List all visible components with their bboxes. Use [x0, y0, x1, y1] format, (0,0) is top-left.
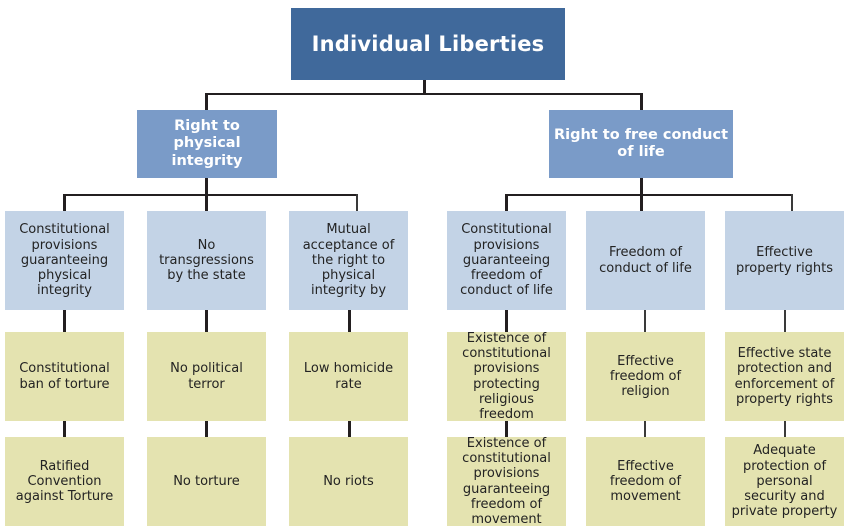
node-col3-level4[interactable]: Low homicide rate	[289, 332, 408, 421]
node-col6-level5-label: Adequate protection of personal security…	[731, 443, 838, 520]
node-col5-level4-label: Effective freedom of religion	[609, 353, 682, 400]
connector-branch1-to-col3	[356, 194, 358, 212]
node-col4-level5[interactable]: Existence of constitutional provisions g…	[447, 437, 566, 526]
node-col3-level3-label: Mutual acceptance of the right to physic…	[302, 222, 395, 299]
connector-to-branch-1	[205, 93, 208, 110]
node-col6-level4[interactable]: Effective state protection and enforceme…	[725, 332, 844, 421]
connector-root-stem	[423, 79, 426, 95]
connector-col5-l3-l4	[644, 309, 646, 333]
node-col3-level5-label: No riots	[323, 473, 374, 489]
connector-branch2-to-col6	[791, 194, 793, 212]
connector-col4-l3-l4	[505, 309, 508, 333]
node-col5-level3-label: Freedom of conduct of life	[599, 245, 692, 276]
connector-col5-l4-l5	[644, 420, 646, 438]
node-col3-level3[interactable]: Mutual acceptance of the right to physic…	[289, 211, 408, 310]
node-col2-level3-label: No transgressions by the state	[159, 237, 254, 284]
node-col4-level3[interactable]: Constitutional provisions guaranteeing f…	[447, 211, 566, 310]
node-root-individual-liberties[interactable]: Individual Liberties	[291, 8, 565, 80]
connector-branch2-to-col5	[640, 194, 643, 212]
connector-branch1-bar	[64, 194, 358, 196]
node-col5-level3[interactable]: Freedom of conduct of life	[586, 211, 705, 310]
node-col5-level4[interactable]: Effective freedom of religion	[586, 332, 705, 421]
node-col6-level3[interactable]: Effective property rights	[725, 211, 844, 310]
connector-col6-l3-l4	[784, 309, 786, 333]
node-root-label: Individual Liberties	[311, 31, 545, 56]
node-col1-level4-label: Constitutional ban of torture	[19, 361, 110, 392]
node-branch-2-label: Right to free conduct of life	[553, 126, 729, 160]
connector-to-branch-2	[640, 93, 643, 110]
node-col2-level5[interactable]: No torture	[147, 437, 266, 526]
connector-level1-bar	[206, 93, 642, 95]
connector-col6-l4-l5	[784, 420, 786, 438]
connector-branch2-stem	[640, 177, 643, 195]
connector-col3-l4-l5	[348, 420, 351, 438]
node-col6-level5[interactable]: Adequate protection of personal security…	[725, 437, 844, 526]
connector-branch1-to-col2	[205, 194, 208, 212]
node-col2-level4-label: No political terror	[170, 361, 243, 392]
node-col6-level4-label: Effective state protection and enforceme…	[734, 345, 835, 407]
node-col2-level5-label: No torture	[173, 473, 240, 489]
node-col6-level3-label: Effective property rights	[735, 245, 834, 276]
node-col3-level5[interactable]: No riots	[289, 437, 408, 526]
connector-col1-l3-l4	[63, 309, 66, 333]
connector-branch2-bar	[506, 194, 792, 196]
node-branch-right-to-physical-integrity[interactable]: Right to physical integrity	[137, 110, 277, 178]
node-col4-level4[interactable]: Existence of constitutional provisions p…	[447, 332, 566, 421]
node-branch-right-to-free-conduct-of-life[interactable]: Right to free conduct of life	[549, 110, 733, 178]
node-col3-level4-label: Low homicide rate	[303, 361, 394, 392]
node-branch-1-label: Right to physical integrity	[171, 118, 243, 169]
node-col1-level5-label: Ratified Convention against Torture	[15, 458, 114, 505]
connector-branch1-stem	[205, 177, 208, 195]
connector-col2-l3-l4	[205, 309, 208, 333]
node-col4-level3-label: Constitutional provisions guaranteeing f…	[460, 222, 553, 299]
node-col4-level4-label: Existence of constitutional provisions p…	[462, 332, 551, 421]
node-col5-level5-label: Effective freedom of movement	[609, 458, 682, 505]
node-col2-level3[interactable]: No transgressions by the state	[147, 211, 266, 310]
connector-branch2-to-col4	[505, 194, 508, 212]
connector-branch1-to-col1	[63, 194, 66, 212]
node-col4-level5-label: Existence of constitutional provisions g…	[462, 437, 551, 526]
node-col1-level5[interactable]: Ratified Convention against Torture	[5, 437, 124, 526]
connector-col4-l4-l5	[505, 420, 508, 438]
connector-col1-l4-l5	[63, 420, 66, 438]
connector-col3-l3-l4	[348, 309, 351, 333]
node-col5-level5[interactable]: Effective freedom of movement	[586, 437, 705, 526]
node-col1-level4[interactable]: Constitutional ban of torture	[5, 332, 124, 421]
connector-col2-l4-l5	[205, 420, 208, 438]
node-col2-level4[interactable]: No political terror	[147, 332, 266, 421]
node-col1-level3-label: Constitutional provisions guaranteeing p…	[19, 222, 110, 299]
node-col1-level3[interactable]: Constitutional provisions guaranteeing p…	[5, 211, 124, 310]
